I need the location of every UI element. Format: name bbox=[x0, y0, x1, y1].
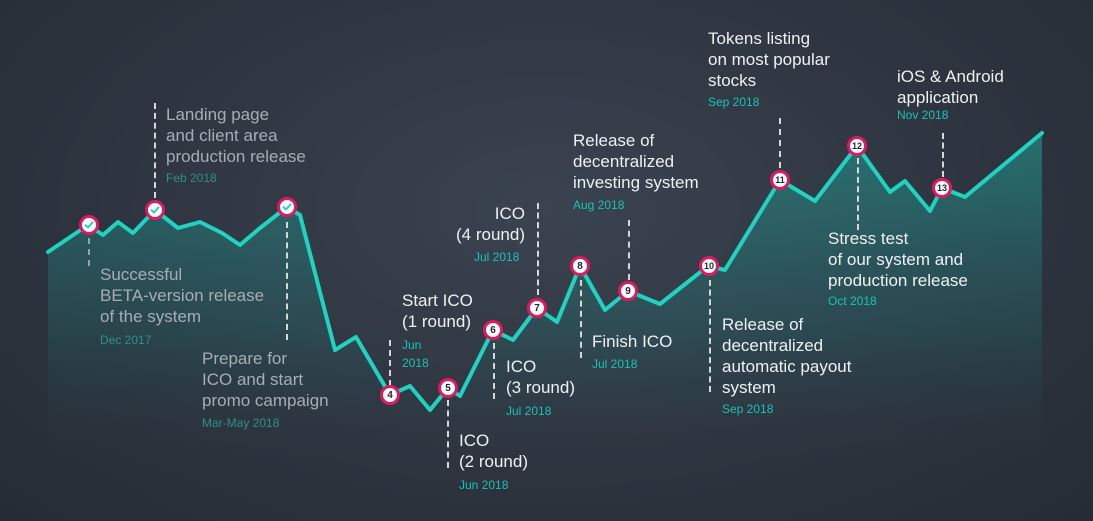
milestone-13-label: iOS & Android application bbox=[897, 67, 1004, 107]
milestone-12-label: Stress test of our system and production… bbox=[828, 229, 968, 290]
milestone-11-date: Sep 2018 bbox=[708, 95, 760, 109]
tick-3 bbox=[286, 222, 288, 340]
milestone-9-date: Aug 2018 bbox=[573, 198, 625, 212]
milestone-8-node: 8 bbox=[570, 256, 590, 276]
milestone-3-label: Prepare for ICO and start promo campaign bbox=[202, 349, 329, 410]
milestone-11-label: Tokens listing on most popular stocks bbox=[708, 29, 830, 90]
milestone-13-date: Nov 2018 bbox=[897, 108, 949, 122]
tick-10 bbox=[709, 280, 711, 392]
milestone-7-node: 7 bbox=[527, 298, 547, 318]
tick-4 bbox=[389, 340, 391, 386]
milestone-2-node bbox=[145, 200, 165, 220]
milestone-8-date: Jul 2018 bbox=[592, 357, 638, 371]
tick-5 bbox=[447, 400, 449, 468]
milestone-1-node bbox=[79, 215, 99, 235]
milestone-10-date: Sep 2018 bbox=[722, 402, 774, 416]
milestone-5-label: ICO (2 round) bbox=[459, 431, 528, 471]
milestone-1-date: Dec 2017 bbox=[100, 333, 152, 347]
tick-13 bbox=[942, 133, 944, 177]
tick-2 bbox=[154, 103, 156, 198]
milestone-5-node: 5 bbox=[438, 378, 458, 398]
milestone-4-node: 4 bbox=[380, 385, 400, 405]
milestone-10-label: Release of decentralized automatic payou… bbox=[722, 315, 852, 397]
tick-8 bbox=[580, 280, 582, 358]
milestone-1-label: Successful BETA-version release of the s… bbox=[100, 265, 265, 326]
milestone-10-node: 10 bbox=[699, 256, 719, 276]
milestone-2-label: Landing page and client area production … bbox=[166, 105, 306, 166]
milestone-3-node bbox=[277, 197, 297, 217]
milestone-9-node: 9 bbox=[618, 281, 638, 301]
milestone-9-label: Release of decentralized investing syste… bbox=[573, 131, 699, 192]
checkmark-icon bbox=[84, 221, 94, 229]
milestone-7-label: ICO (4 round) bbox=[456, 204, 525, 244]
checkmark-icon bbox=[150, 206, 160, 214]
milestone-5-date: Jun 2018 bbox=[459, 478, 509, 492]
tick-1 bbox=[88, 238, 90, 266]
milestone-7-date: Jul 2018 bbox=[474, 250, 520, 264]
milestone-2-date: Feb 2018 bbox=[166, 171, 217, 185]
roadmap-line bbox=[46, 131, 1044, 412]
milestone-12-date: Oct 2018 bbox=[828, 294, 877, 308]
tick-12 bbox=[857, 158, 859, 230]
tick-11 bbox=[779, 118, 781, 168]
milestone-6-date: Jul 2018 bbox=[506, 404, 552, 418]
tick-7 bbox=[537, 203, 539, 295]
milestone-4-date: Jun 2018 bbox=[402, 338, 429, 370]
tick-9 bbox=[628, 220, 630, 280]
milestone-12-node: 12 bbox=[847, 136, 867, 156]
roadmap-area-fill bbox=[48, 133, 1042, 470]
tick-6 bbox=[493, 343, 495, 399]
checkmark-icon bbox=[282, 203, 292, 211]
milestone-3-date: Mar-May 2018 bbox=[202, 416, 280, 430]
milestone-6-label: ICO (3 round) bbox=[506, 357, 575, 397]
milestone-11-node: 11 bbox=[770, 170, 790, 190]
milestone-8-label: Finish ICO bbox=[592, 332, 673, 351]
milestone-6-node: 6 bbox=[483, 320, 503, 340]
milestone-13-node: 13 bbox=[932, 178, 952, 198]
milestone-4-label: Start ICO (1 round) bbox=[402, 291, 473, 331]
